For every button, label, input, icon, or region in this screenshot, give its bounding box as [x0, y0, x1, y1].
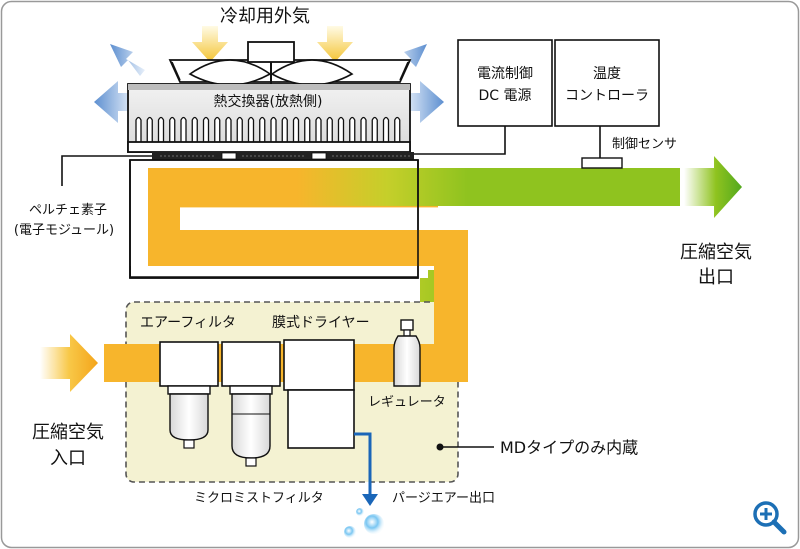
exhaust-arrow-lower-right — [404, 81, 444, 123]
regulator — [393, 319, 421, 387]
md-only-label: MDタイプのみ内蔵 — [500, 438, 638, 457]
heat-exchanger-fin — [236, 116, 243, 142]
zoom-in-icon[interactable] — [748, 498, 792, 542]
control-sensor — [581, 157, 623, 169]
power-supply-label-line1: 電流制御 — [477, 66, 533, 82]
heat-exchanger-fin — [326, 116, 333, 142]
heat-exchanger-fin — [157, 116, 165, 142]
cooling-fan-housing — [168, 41, 412, 86]
heat-exchanger-label: 熱交換器(放熱側) — [214, 93, 323, 110]
peltier-element-strip — [152, 152, 414, 160]
heat-exchanger-fin — [315, 116, 322, 142]
temperature-controller-box — [554, 39, 660, 127]
heat-exchanger-fin — [394, 116, 401, 142]
heat-exchanger-fin — [337, 116, 345, 142]
micro-mist-filter-label: ミクロミストフィルタ — [194, 491, 324, 506]
heat-exchanger-fin — [259, 116, 266, 142]
inlet-label-line2: 入口 — [50, 448, 86, 469]
heat-exchanger-fin — [225, 116, 232, 142]
heat-exchanger-fin — [214, 116, 221, 142]
cooling-air-label: 冷却用外気 — [220, 6, 310, 27]
regulator-label: レギュレータ — [368, 395, 446, 410]
inlet-label-line1: 圧縮空気 — [32, 422, 104, 443]
heat-exchanger-fin — [382, 116, 390, 142]
heat-exchanger-fin — [304, 116, 311, 142]
air-pipe-mid — [148, 230, 438, 266]
wiring — [61, 126, 601, 186]
heat-exchanger-fin — [146, 116, 153, 142]
outlet-arrow — [684, 156, 742, 218]
dc-power-supply-box — [457, 39, 553, 127]
cooling-air-inflow-arrow-right — [317, 26, 353, 62]
heat-exchanger-fin — [247, 116, 255, 142]
heat-exchanger-fin — [169, 116, 176, 142]
air-filter — [159, 341, 219, 449]
purge-line — [354, 432, 372, 496]
purge-bubble-small — [344, 526, 356, 538]
membrane-dryer-label: 膜式ドライヤー — [272, 315, 370, 331]
air-filter-label: エアーフィルタ — [140, 315, 236, 331]
cooling-air-inflow-arrow-left — [192, 26, 228, 62]
heat-exchanger-fin — [135, 116, 142, 142]
outlet-label-line2: 出口 — [698, 267, 734, 288]
purge-bubble-tiny — [356, 508, 364, 516]
membrane-dryer — [283, 339, 355, 449]
heat-exchanger-fin — [281, 116, 288, 142]
power-supply-label-line2: DC 電源 — [478, 88, 531, 104]
heat-exchanger-fin — [180, 116, 187, 142]
controller-label-line1: 温度 — [593, 66, 621, 82]
inlet-arrow — [40, 334, 98, 392]
controller-label-line2: コントローラ — [565, 88, 649, 104]
air-pipe-top — [148, 168, 680, 206]
exhaust-arrow-lower-left — [94, 81, 134, 123]
control-sensor-label: 制御センサ — [612, 137, 677, 152]
purge-bubble-large — [364, 514, 384, 534]
heat-exchanger-fin — [270, 116, 277, 142]
peltier-label-line2: (電子モジュール) — [14, 223, 114, 238]
peltier-label-line1: ペルチェ素子 — [29, 203, 107, 218]
outlet-label-line1: 圧縮空気 — [680, 242, 752, 263]
micro-mist-filter — [221, 341, 281, 467]
heat-exchanger-fin — [191, 116, 198, 142]
heat-exchanger-fin — [349, 116, 356, 142]
air-pipe-left-down — [148, 168, 178, 238]
purge-arrow-head — [362, 494, 378, 506]
exhaust-arrow-upper-left — [110, 44, 145, 76]
heat-exchanger-fin — [202, 116, 210, 142]
heat-exchanger-fin — [371, 116, 378, 142]
heat-exchanger-fin — [292, 116, 300, 142]
heat-exchanger-fin — [360, 116, 367, 142]
purge-outlet-label: パージエアー出口 — [392, 491, 495, 506]
fan-motor — [247, 41, 295, 63]
